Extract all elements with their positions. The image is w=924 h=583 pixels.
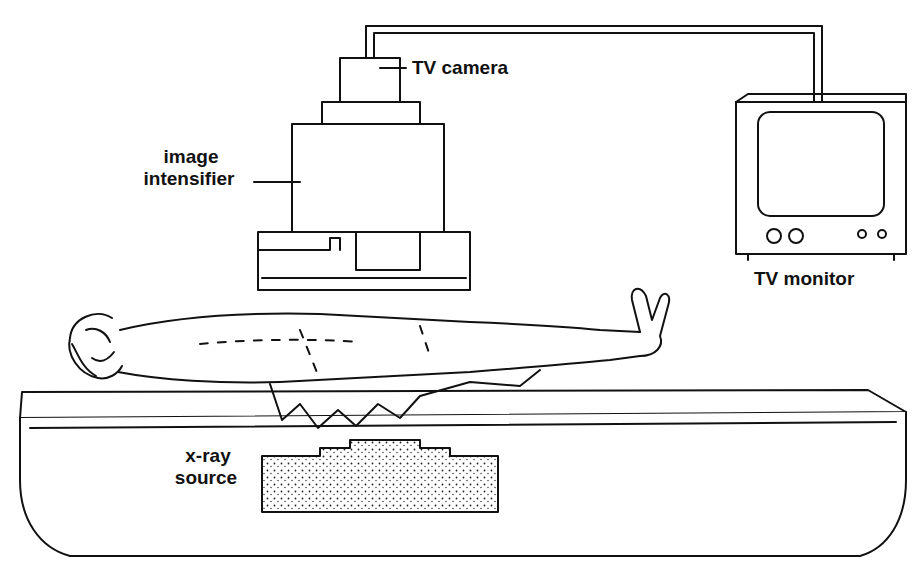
label-text: image intensifier xyxy=(144,146,237,189)
monitor-top xyxy=(736,94,906,102)
monitor-knob xyxy=(858,230,866,238)
base-detail xyxy=(356,232,420,270)
part-label: image intensifier xyxy=(128,146,252,190)
monitor-knob xyxy=(789,229,803,243)
monitor-knob xyxy=(878,230,886,238)
base-detail xyxy=(258,238,340,250)
label-text: TV monitor xyxy=(752,268,856,289)
leader-line xyxy=(380,67,406,69)
part-label: x-ray source xyxy=(166,445,248,489)
part-label: TV monitor xyxy=(752,268,856,290)
table-body xyxy=(20,412,906,556)
monitor-feet xyxy=(748,254,894,260)
cable xyxy=(374,33,814,102)
label-text: x-ray source xyxy=(175,445,239,488)
label-text: TV camera xyxy=(410,57,510,78)
intensifier-base xyxy=(258,232,470,290)
x-ray-source xyxy=(262,440,498,512)
camera-mount xyxy=(322,102,420,124)
monitor-screen xyxy=(758,112,884,216)
tv-monitor xyxy=(736,102,906,254)
tv-camera xyxy=(340,58,400,102)
monitor-knob xyxy=(767,229,781,243)
base-detail xyxy=(262,277,466,279)
table-edge xyxy=(30,422,896,428)
leader-line xyxy=(254,181,300,183)
image-intensifier xyxy=(292,124,444,232)
cable xyxy=(366,26,822,102)
patient xyxy=(69,289,669,428)
part-label: TV camera xyxy=(410,57,510,79)
